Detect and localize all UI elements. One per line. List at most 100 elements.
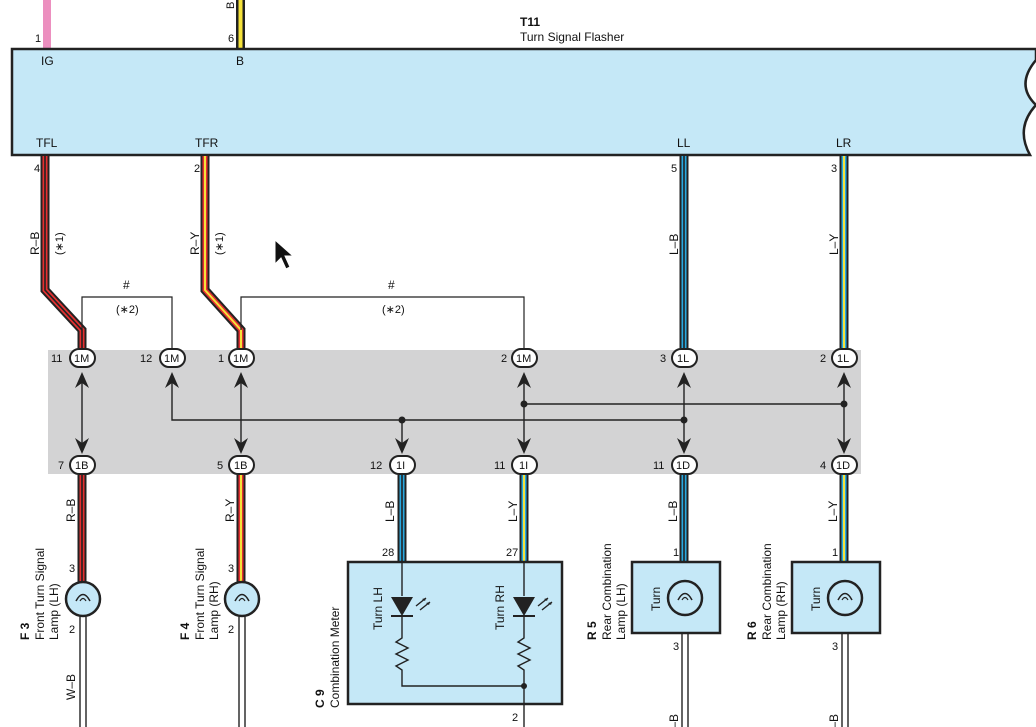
svg-text:3: 3 xyxy=(228,563,234,575)
pin-tfr-label: TFR xyxy=(195,136,219,150)
svg-text:1I: 1I xyxy=(519,460,528,472)
svg-text:27: 27 xyxy=(506,547,518,559)
wire-tfl-note: (∗1) xyxy=(54,232,66,255)
svg-text:5: 5 xyxy=(217,460,223,472)
svg-text:C 9: C 9 xyxy=(313,689,327,708)
svg-text:1M: 1M xyxy=(516,353,531,365)
pin-lr-number: 3 xyxy=(831,163,837,175)
svg-text:3: 3 xyxy=(69,563,75,575)
connector-pill: 1M 11 xyxy=(51,348,96,368)
lamp-r5: 1 Turn 3 R 5 Rear Combination Lamp (LH) … xyxy=(585,543,722,727)
svg-text:1B: 1B xyxy=(234,460,247,472)
pin-b-number: 6 xyxy=(228,33,234,45)
junction-bottom-connectors: 1B 7 1B 5 1I 12 1I 11 1D 11 1D 4 xyxy=(58,455,858,475)
wire-ll-color: L–B xyxy=(667,234,681,255)
wire-lr-color: L–Y xyxy=(827,234,841,255)
svg-text:Turn: Turn xyxy=(809,587,823,611)
lamp-f3: 3 2 F 3 Front Turn Signal Lamp (LH) W–B xyxy=(18,548,102,727)
svg-text:1D: 1D xyxy=(836,460,850,472)
jumper-left-note: (∗2) xyxy=(116,304,139,316)
junction-top-connectors: 1M 11 1M 12 1M 1 1M 2 1L 3 1L 2 xyxy=(51,348,858,368)
svg-text:28: 28 xyxy=(382,547,394,559)
svg-text:Front Turn Signal: Front Turn Signal xyxy=(193,548,207,640)
jumper-left-hash: # xyxy=(123,278,130,292)
svg-text:R 6: R 6 xyxy=(745,621,759,640)
svg-text:1: 1 xyxy=(673,547,679,559)
connector-pill: 1I 11 xyxy=(494,455,538,475)
connector-pill: 1L 2 xyxy=(820,348,858,368)
connector-pill: 1M 2 xyxy=(501,348,538,368)
junction-block xyxy=(48,350,861,474)
pin-ig-label: IG xyxy=(41,54,54,68)
connector-pill: 1B 7 xyxy=(58,455,96,475)
svg-text:F 4: F 4 xyxy=(178,622,192,640)
svg-text:1I: 1I xyxy=(396,460,405,472)
svg-text:Combination Meter: Combination Meter xyxy=(328,607,342,708)
svg-text:11: 11 xyxy=(51,353,62,365)
svg-text:Lamp (RH): Lamp (RH) xyxy=(774,581,788,640)
lamp-r6: 1 Turn 3 R 6 Rear Combination Lamp (RH) … xyxy=(745,543,882,727)
wire-tfr-upper xyxy=(200,156,246,348)
svg-text:12: 12 xyxy=(140,353,152,365)
svg-text:Rear Combination: Rear Combination xyxy=(760,543,774,640)
pin-ig-number: 1 xyxy=(35,33,41,45)
flasher-name: Turn Signal Flasher xyxy=(520,30,624,44)
lamp-f4: 3 2 F 4 Front Turn Signal Lamp (RH) xyxy=(178,548,261,727)
connector-pill: 1M 12 xyxy=(140,348,186,368)
pin-lr-label: LR xyxy=(836,136,852,150)
f3-ground-wire: W–B xyxy=(64,674,78,700)
pin-ll-label: LL xyxy=(677,136,691,150)
flasher-code: T11 xyxy=(520,15,540,29)
svg-text:2: 2 xyxy=(820,353,826,365)
svg-text:3: 3 xyxy=(660,353,666,365)
svg-text:1B: 1B xyxy=(75,460,88,472)
wire-ig xyxy=(43,0,51,48)
flasher-box xyxy=(10,47,1036,157)
connector-pill: 1D 4 xyxy=(820,455,858,475)
svg-text:1: 1 xyxy=(218,353,224,365)
svg-text:3: 3 xyxy=(832,641,838,653)
wire-tfr-note: (∗1) xyxy=(214,232,226,255)
wire-lower-6-label: L–Y xyxy=(826,501,840,522)
svg-text:2: 2 xyxy=(228,624,234,636)
svg-text:3: 3 xyxy=(673,641,679,653)
svg-text:1M: 1M xyxy=(164,353,179,365)
svg-text:R 5: R 5 xyxy=(585,621,599,640)
jumper-left xyxy=(81,296,173,348)
wire-b xyxy=(236,0,245,48)
svg-text:11: 11 xyxy=(653,460,664,472)
svg-text:2: 2 xyxy=(512,712,518,724)
wire-lower-5-label: L–B xyxy=(666,501,680,522)
connector-pill: 1B 5 xyxy=(217,455,255,475)
svg-text:1D: 1D xyxy=(676,460,690,472)
jumper-right-hash: # xyxy=(388,278,395,292)
svg-text:12: 12 xyxy=(370,460,382,472)
wire-tfl-upper xyxy=(40,156,87,348)
svg-text:2: 2 xyxy=(501,353,507,365)
pin-tfl-number: 4 xyxy=(34,163,40,175)
svg-text:Front Turn Signal: Front Turn Signal xyxy=(33,548,47,640)
jumper-right-note: (∗2) xyxy=(382,304,405,316)
junction-internal-wiring xyxy=(81,380,845,446)
wire-tfl-color: R–B xyxy=(28,232,42,255)
wire-b-label: B xyxy=(225,2,237,9)
svg-text:1: 1 xyxy=(832,547,838,559)
junction-dots xyxy=(398,400,848,424)
svg-text:11: 11 xyxy=(494,460,505,472)
wire-lower-3-label: L–B xyxy=(383,501,397,522)
svg-text:7: 7 xyxy=(58,460,64,472)
wire-lower-1-label: R–B xyxy=(64,499,78,522)
connector-pill: 1L 3 xyxy=(660,348,698,368)
svg-text:1M: 1M xyxy=(233,353,248,365)
combination-meter-c9: 28 27 Turn LH Turn RH 2 C 9 Combination … xyxy=(313,547,564,727)
wire-lower-2-label: R–Y xyxy=(223,499,237,522)
svg-text:F 3: F 3 xyxy=(18,622,32,640)
r6-ground-wire: W–B xyxy=(827,714,841,727)
svg-text:2: 2 xyxy=(69,624,75,636)
pin-tfr-number: 2 xyxy=(194,163,200,175)
svg-text:Turn RH: Turn RH xyxy=(493,585,507,630)
svg-text:Lamp (RH): Lamp (RH) xyxy=(207,581,221,640)
svg-text:Turn: Turn xyxy=(649,587,663,611)
r5-ground-wire: W–B xyxy=(667,714,681,727)
